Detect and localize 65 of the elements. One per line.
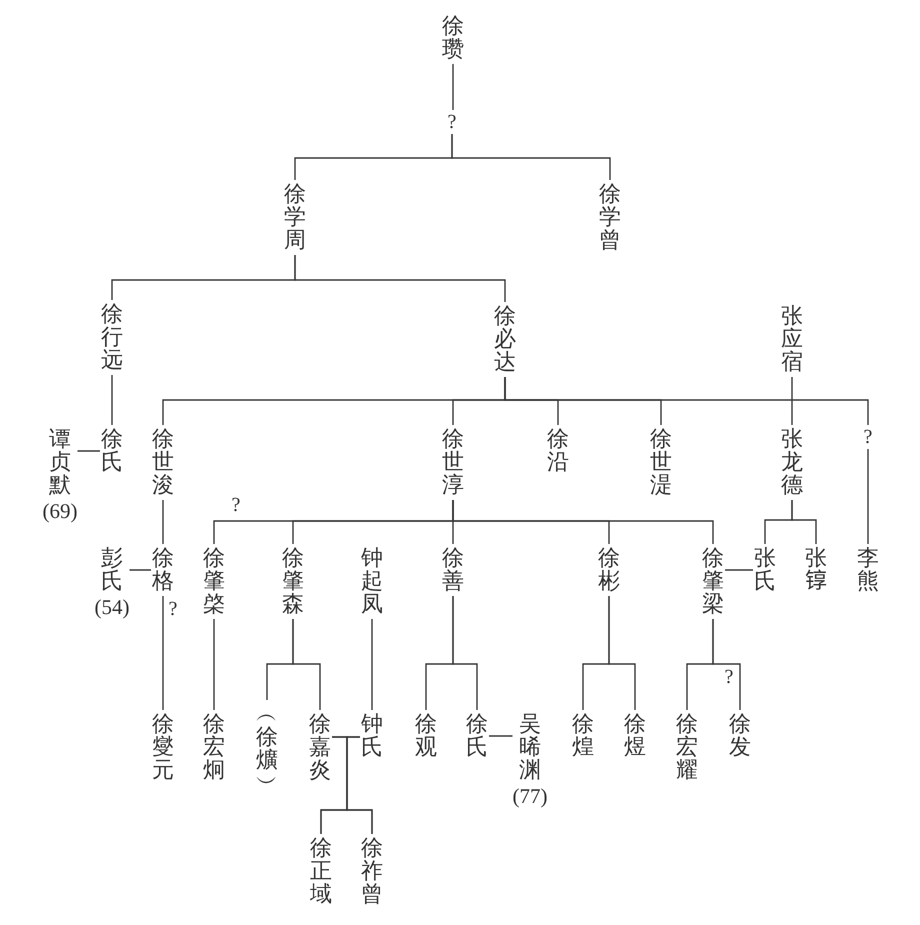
descent-line — [292, 619, 321, 710]
person-name: 李熊 — [856, 544, 880, 596]
person-name: 徐煜 — [623, 710, 647, 762]
person-name: 徐发 — [728, 710, 752, 762]
person-name: 徐宏炯 — [202, 710, 226, 785]
number-note: (77) — [512, 785, 548, 807]
descent-line — [608, 596, 636, 710]
descent-line — [504, 377, 869, 425]
descent-line — [452, 596, 478, 710]
person-name: 徐正域 — [309, 834, 333, 909]
person-name: 徐瓒 — [441, 12, 465, 64]
person-name: 谭贞默 — [48, 426, 72, 500]
descent-line — [294, 255, 506, 302]
person-name: 徐善 — [441, 544, 465, 596]
person-name: 徐氏 — [100, 425, 124, 477]
person-name: 徐世浚 — [151, 425, 175, 500]
question-mark: ? — [446, 110, 458, 134]
person-name: 张𬭚 — [804, 544, 828, 596]
person-name: 徐肇森 — [281, 544, 305, 619]
number-note: (69) — [42, 500, 78, 522]
descent-line — [712, 619, 741, 710]
person-name: 张氏 — [753, 544, 777, 596]
person-name: 徐世湜 — [649, 425, 673, 500]
marriage-line — [489, 735, 512, 737]
person-name: 徐肇棨 — [202, 544, 226, 619]
person-name: 张应宿 — [780, 302, 804, 377]
descent-line — [371, 619, 373, 710]
person-name: 徐学周 — [283, 180, 307, 255]
person-name: 徐沿 — [546, 425, 570, 477]
descent-line — [111, 375, 113, 425]
marriage-line — [78, 450, 100, 452]
person-name: 徐世淳 — [441, 425, 465, 500]
person-name: 徐必达 — [493, 302, 517, 377]
marriage-line — [725, 569, 753, 571]
person-name: 吴晞渊 — [518, 711, 542, 785]
person-name: 徐嘉炎 — [308, 710, 332, 785]
descent-line — [162, 500, 164, 544]
descent-line — [452, 64, 454, 110]
person-name: 徐氏 — [465, 710, 489, 762]
person-name: 徐观 — [414, 710, 438, 762]
person-name: 徐格 — [151, 544, 175, 596]
descent-line — [451, 134, 611, 180]
person-name: 彭氏 — [100, 545, 124, 596]
descent-line — [791, 500, 817, 544]
person-name: 徐燮元 — [151, 710, 175, 785]
person-name: 徐学曾 — [598, 180, 622, 255]
descent-line — [452, 500, 714, 544]
person-name: 徐行远 — [100, 300, 124, 375]
person-name: ︵徐爌︶ — [255, 700, 279, 798]
descent-line — [867, 449, 869, 544]
person-name: 徐肇梁 — [701, 544, 725, 619]
descent-line — [346, 736, 373, 834]
descent-line — [213, 619, 215, 710]
person-name: 徐宏耀 — [675, 710, 699, 785]
person-name: 张龙德 — [780, 425, 804, 500]
question-mark: ? — [862, 425, 874, 449]
person-name: 钟起凤 — [360, 544, 384, 619]
person-name: 徐煌 — [571, 710, 595, 762]
marriage-line — [130, 569, 151, 571]
descent-line — [162, 596, 164, 710]
person-name: 徐彬 — [597, 544, 621, 596]
person-name: 钟氏 — [360, 710, 384, 762]
person-name: 徐祚曾 — [360, 834, 384, 909]
number-note: (54) — [94, 596, 130, 618]
descent-line — [791, 377, 793, 425]
